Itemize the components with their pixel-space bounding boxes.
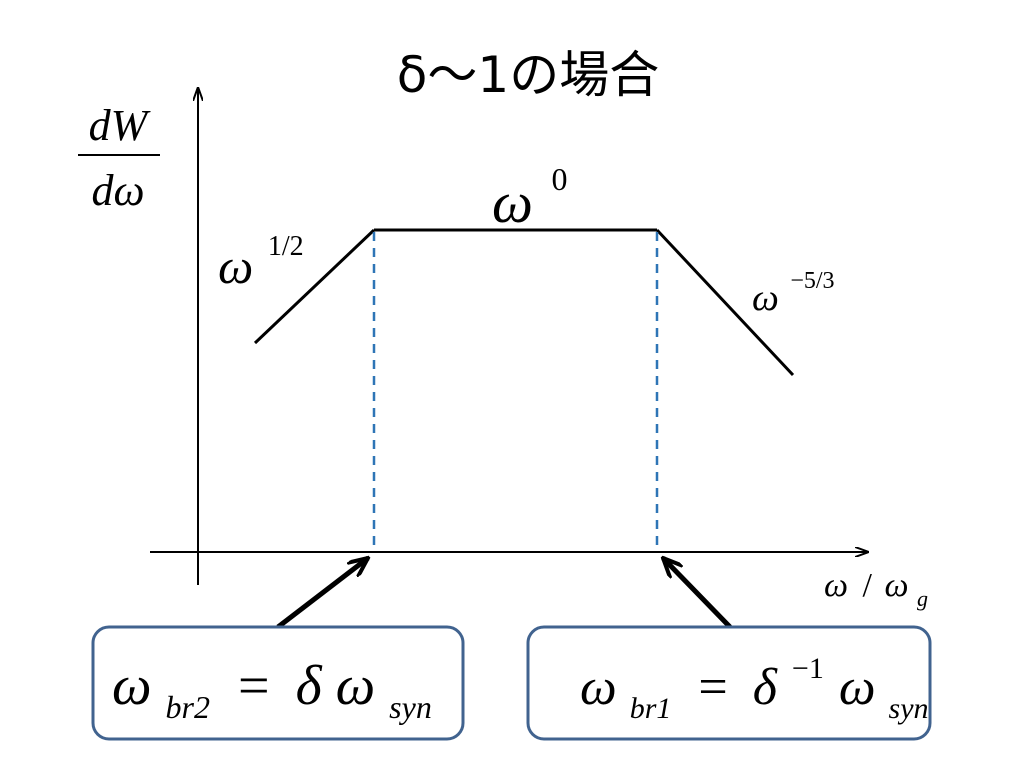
x-axis-label-subscript: g (917, 586, 928, 611)
page-title: δ～1の場合 (397, 46, 659, 104)
callout-br1-equation: ω br1 = δ −1 ω syn (580, 633, 929, 730)
label-low-slope: ω 1/2 (218, 231, 304, 294)
arrow-br1 (663, 558, 732, 629)
x-axis-label-slash: / (863, 567, 873, 604)
label-low-omega: ω (218, 238, 253, 294)
x-axis-label: ω / ω g (824, 567, 928, 611)
label-high-slope: ω −5/3 (752, 268, 835, 319)
callout-box-br1 (526, 625, 932, 741)
x-axis-label-omega: ω (824, 567, 848, 604)
callout-br2-omega: ω (112, 655, 152, 717)
callout-br1-equals: = (698, 659, 727, 716)
callout-br1-omega: ω (580, 659, 617, 716)
callout-box-br2 (91, 625, 465, 741)
segment-low (253, 228, 376, 345)
label-high-omega: ω (752, 277, 779, 319)
callout-br1-subscript-syn: syn (889, 692, 929, 725)
label-mid-omega: ω (492, 170, 533, 235)
callout-br2-subscript: br2 (166, 689, 210, 725)
label-high-exponent: −5/3 (790, 268, 834, 294)
callout-br1-subscript: br1 (630, 692, 672, 725)
x-axis-label-omega-g: ω (884, 567, 908, 604)
callout-br2-delta: δ (296, 655, 323, 717)
callout-br2-equals: = (238, 655, 270, 717)
label-low-exponent: 1/2 (268, 231, 304, 262)
callout-br1-delta: δ (753, 659, 778, 716)
callout-br2-subscript-syn: syn (389, 689, 432, 725)
y-axis-label-numerator: dW (89, 101, 151, 150)
label-mid-slope: ω 0 (492, 161, 567, 235)
arrow-br2 (276, 558, 368, 629)
y-axis-label-denominator: dω (91, 166, 144, 215)
segment-high (655, 228, 795, 377)
callout-br2-equation: ω br2 = δ ω syn (112, 655, 432, 731)
callout-br2-omega-syn: ω (336, 655, 376, 717)
callout-br1-omega-syn: ω (839, 659, 876, 716)
callout-br1-delta-exponent: −1 (792, 652, 824, 685)
label-mid-exponent: 0 (551, 161, 567, 197)
